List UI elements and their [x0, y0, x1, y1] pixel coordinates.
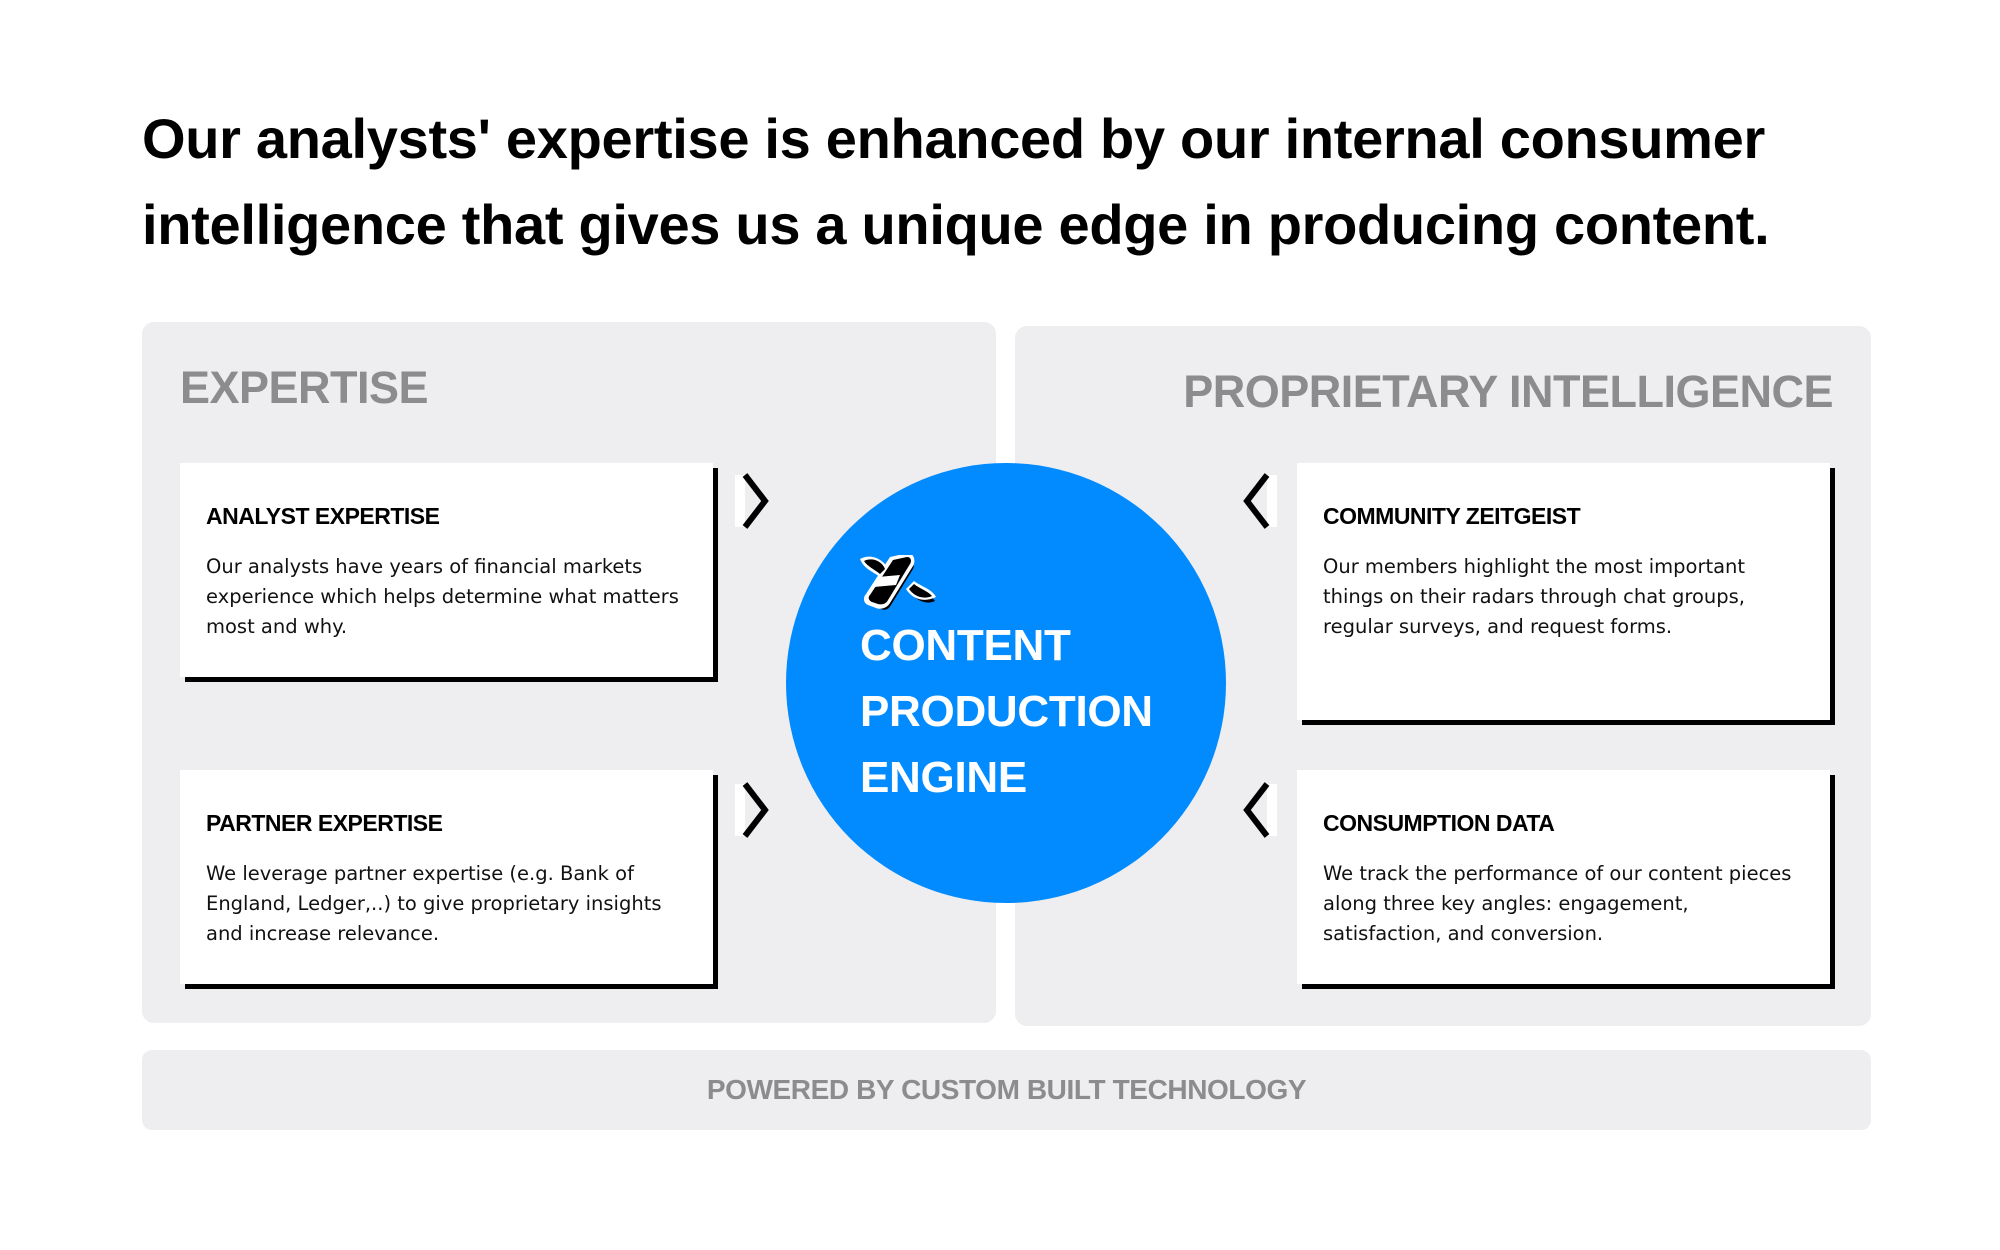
card-body: Our analysts have years of financial mar…	[206, 555, 679, 638]
card-body: We leverage partner expertise (e.g. Bank…	[206, 862, 662, 945]
card-body: We track the performance of our content …	[1323, 862, 1792, 945]
consumption-data-card: CONSUMPTION DATA We track the performanc…	[1297, 770, 1830, 984]
engine-label-line-2: PRODUCTION	[860, 687, 1153, 736]
card-title: COMMUNITY ZEITGEIST	[1323, 503, 1581, 529]
analyst-expertise-card: ANALYST EXPERTISE Our analysts have year…	[180, 463, 713, 677]
winged-logo-icon	[858, 553, 938, 611]
chevron-left-icon	[1237, 471, 1277, 531]
chevron-left-icon	[1237, 780, 1277, 840]
headline-line-1: Our analysts' expertise is enhanced by o…	[142, 107, 1765, 170]
community-zeitgeist-card: COMMUNITY ZEITGEIST Our members highligh…	[1297, 463, 1830, 720]
card-title: ANALYST EXPERTISE	[206, 503, 440, 529]
headline: Our analysts' expertise is enhanced by o…	[142, 96, 1922, 268]
expertise-panel-title: EXPERTISE	[180, 362, 429, 413]
engine-label-line-3: ENGINE	[860, 753, 1027, 802]
card-title: CONSUMPTION DATA	[1323, 810, 1555, 836]
headline-line-2: intelligence that gives us a unique edge…	[142, 193, 1770, 256]
partner-expertise-card: PARTNER EXPERTISE We leverage partner ex…	[180, 770, 713, 984]
chevron-right-icon	[735, 471, 775, 531]
footer-label: POWERED BY CUSTOM BUILT TECHNOLOGY	[706, 1074, 1307, 1105]
technology-footer-bar: POWERED BY CUSTOM BUILT TECHNOLOGY	[142, 1050, 1871, 1130]
card-body: Our members highlight the most important…	[1323, 555, 1746, 638]
engine-label-line-1: CONTENT	[860, 621, 1071, 670]
content-production-engine: CONTENT PRODUCTION ENGINE	[786, 463, 1226, 903]
chevron-right-icon	[735, 780, 775, 840]
card-title: PARTNER EXPERTISE	[206, 810, 443, 836]
engine-label: CONTENT PRODUCTION ENGINE	[860, 613, 1153, 811]
proprietary-intelligence-panel-title: PROPRIETARY INTELLIGENCE	[1183, 366, 1833, 417]
